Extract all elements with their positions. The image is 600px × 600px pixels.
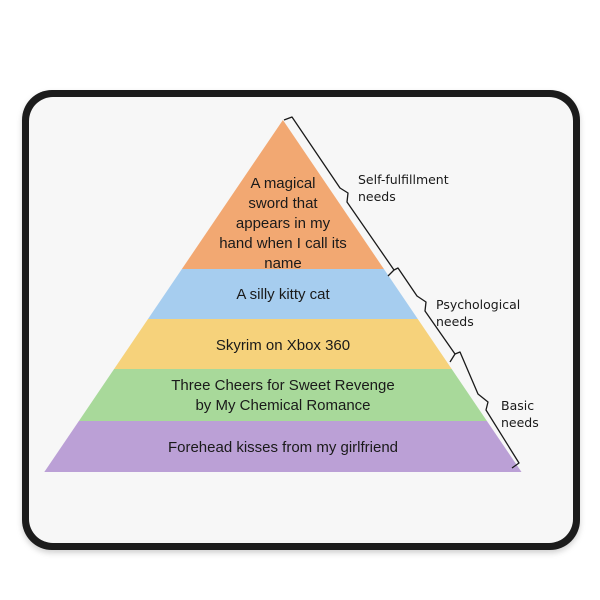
svg-text:A silly kitty cat: A silly kitty cat — [236, 286, 330, 303]
svg-text:Self-fulfillment: Self-fulfillment — [358, 172, 449, 187]
svg-text:hand when I call its: hand when I call its — [219, 235, 347, 252]
svg-text:Skyrim on Xbox 360: Skyrim on Xbox 360 — [216, 337, 350, 354]
tier-label-three-cheers: Three Cheers for Sweet Revenge by My Che… — [171, 377, 394, 414]
svg-text:needs: needs — [358, 189, 396, 204]
tier-skyrim — [114, 319, 452, 369]
tier-label-self-fulfillment-sword: A magical sword that appears in my hand … — [219, 175, 347, 272]
svg-text:sword that: sword that — [248, 195, 318, 212]
tier-forehead-kisses — [44, 421, 522, 472]
svg-text:by My Chemical Romance: by My Chemical Romance — [195, 397, 370, 414]
tier-self-fulfillment-sword — [181, 120, 384, 269]
svg-text:name: name — [264, 255, 302, 272]
group-label-self-fulfillment: Self-fulfillment needs — [358, 172, 449, 204]
tier-label-kitty-cat: A silly kitty cat — [236, 286, 330, 303]
svg-text:needs: needs — [436, 314, 474, 329]
tier-label-forehead-kisses: Forehead kisses from my girlfriend — [168, 439, 398, 456]
svg-text:Forehead kisses from my girlfr: Forehead kisses from my girlfriend — [168, 439, 398, 456]
tier-label-skyrim: Skyrim on Xbox 360 — [216, 337, 350, 354]
svg-text:Psychological: Psychological — [436, 297, 520, 312]
brace-basic — [454, 351, 520, 469]
svg-text:Basic: Basic — [501, 398, 534, 413]
tier-kitty-cat — [148, 269, 418, 319]
svg-text:appears in my: appears in my — [236, 215, 331, 232]
svg-text:Three Cheers for Sweet Revenge: Three Cheers for Sweet Revenge — [171, 377, 394, 394]
group-label-basic: Basic needs — [501, 398, 539, 430]
svg-text:A magical: A magical — [250, 175, 315, 192]
svg-text:needs: needs — [501, 415, 539, 430]
group-label-psychological: Psychological needs — [436, 297, 520, 329]
tier-three-cheers — [78, 369, 487, 421]
